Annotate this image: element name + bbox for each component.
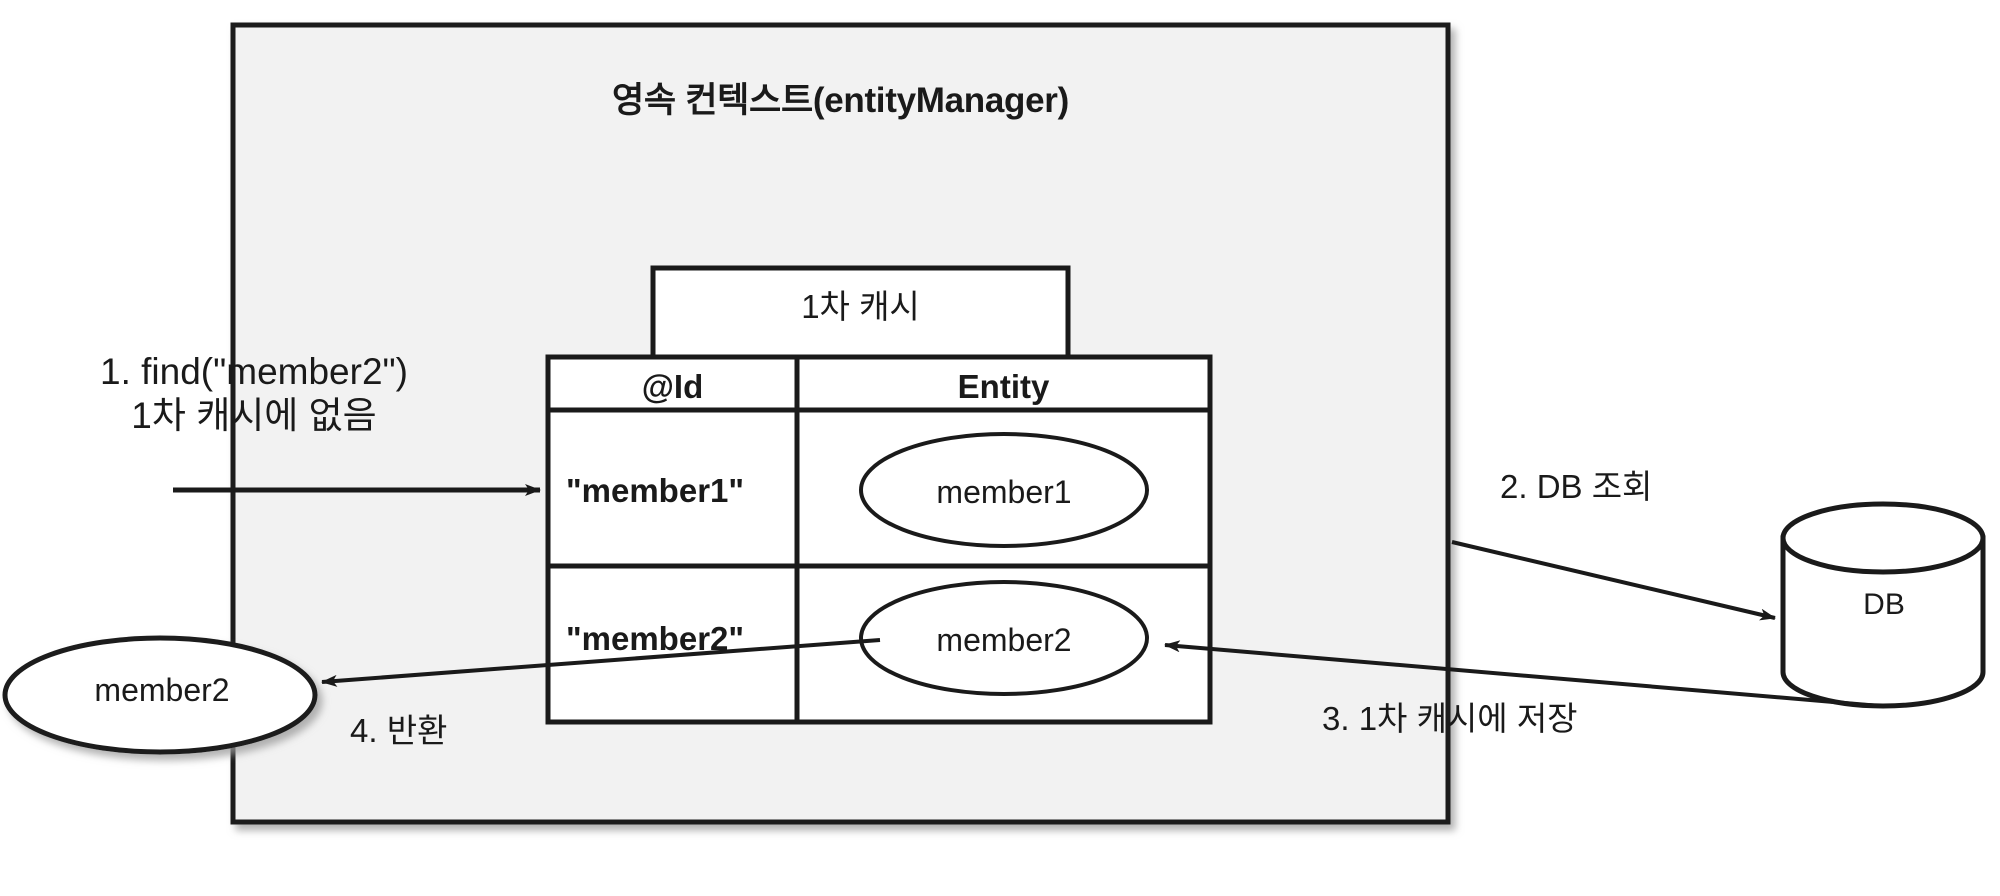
arrow-step-3-store-cache: [1164, 640, 1881, 708]
cache-row-2-id: "member2": [566, 620, 745, 657]
first-level-cache-label: 1차 캐시: [801, 288, 920, 325]
step-1-line-1: 1. find("member2"): [100, 351, 408, 392]
cache-row-1-entity-label: member1: [936, 474, 1072, 510]
step-1-annotation: 1. find("member2")1차 캐시에 없음: [44, 350, 464, 437]
database-cylinder: [1780, 501, 1986, 709]
returned-entity-ellipse: [2, 635, 318, 755]
persistence-context-title: 영속 컨텍스트(entityManager): [612, 81, 1069, 120]
step-4-annotation: 4. 반환: [350, 712, 448, 749]
column-header-id: @Id: [641, 368, 704, 405]
cache-row-1-id: "member1": [566, 472, 745, 509]
entity-ellipse-member1: [859, 432, 1149, 548]
arrow-step-4-return: [321, 638, 881, 687]
column-header-entity: Entity: [957, 368, 1050, 405]
database-label: DB: [1863, 588, 1905, 621]
step-1-line-2: 1차 캐시에 없음: [131, 394, 377, 436]
entity-ellipse-member2: [859, 580, 1149, 696]
step-2-annotation: 2. DB 조회: [1500, 468, 1653, 505]
arrow-step-2-db-query: [1451, 540, 1776, 621]
cache-row-2-entity-label: member2: [936, 622, 1072, 658]
step-3-annotation: 3. 1차 캐시에 저장: [1322, 700, 1578, 737]
returned-entity-label: member2: [94, 672, 230, 708]
